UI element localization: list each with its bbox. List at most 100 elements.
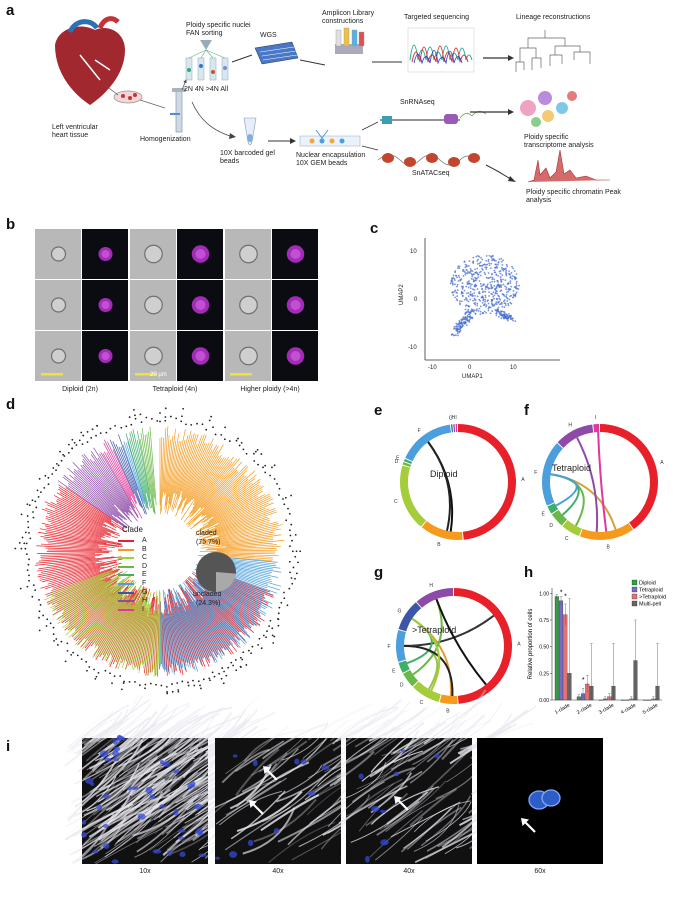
tree-tip-dot (205, 428, 208, 431)
tree-branch (59, 492, 127, 533)
tree-branch (172, 587, 202, 666)
tree-branch (195, 599, 231, 647)
tree-branch (38, 558, 123, 576)
tree-tip-dot (23, 542, 26, 545)
tree-branch (181, 434, 207, 498)
fiber-strand (74, 752, 133, 785)
tree-tip-dot (164, 407, 167, 410)
umap-point (453, 290, 456, 293)
fiber-strand (77, 721, 124, 756)
tree-tip-dot (27, 563, 30, 566)
tree-tip-dot (75, 444, 78, 446)
umap-point (485, 259, 488, 262)
chromatin-peaks-icon (527, 149, 610, 183)
fiber-strand (426, 714, 486, 763)
umap-point (464, 305, 467, 307)
tree-branch (168, 594, 183, 662)
tree-tip-dot (264, 471, 267, 474)
tree-branch (197, 589, 240, 633)
nucleus-dapi (85, 778, 94, 784)
tree-branch (188, 592, 230, 649)
umap-point (482, 283, 485, 286)
tree-branch (180, 445, 219, 514)
fiber-strand (63, 730, 110, 767)
fiber-strand (85, 717, 142, 762)
fiber-strand (199, 718, 261, 761)
umap-point (489, 312, 492, 315)
tree-branch (155, 609, 159, 675)
tree-tip-dot (24, 531, 27, 534)
microscopy-images (35, 229, 318, 381)
umap-point (489, 267, 492, 270)
umap-point (475, 271, 478, 274)
tree-tip-dot (225, 674, 228, 677)
fiber-strand (338, 785, 408, 824)
nucleus-dapi (99, 750, 109, 758)
tree-tip-dot (182, 407, 185, 410)
fiber-strand (149, 750, 204, 791)
tree-branch (170, 592, 191, 668)
tree-branch (57, 585, 113, 625)
umap-point (485, 311, 487, 314)
fiber-strand (154, 738, 202, 782)
umap-point (505, 293, 508, 296)
chord-segment (458, 424, 517, 540)
tree-tip-dot (171, 690, 174, 693)
tree-tip-dot (277, 618, 280, 621)
tree-tip-dot (38, 610, 41, 613)
tree-branch (68, 485, 128, 529)
umap-point (488, 295, 490, 297)
chord-segment (405, 424, 452, 462)
fiber-strand (66, 773, 118, 820)
tree-branch (73, 480, 132, 529)
fiber-strand (413, 800, 471, 833)
legend-swatch (631, 579, 638, 586)
tree-branch (112, 449, 136, 499)
tree-tip-dot (271, 634, 274, 637)
tree-tip-dot (134, 417, 137, 420)
tree-tip-dot (273, 635, 276, 638)
umap-point (453, 334, 456, 337)
tree-tip-dot (47, 483, 50, 486)
fiber-strand (148, 714, 199, 753)
tree-branch (45, 507, 108, 533)
nucleus-dapi (162, 761, 171, 767)
umap-point (459, 327, 462, 329)
chord-segment (562, 520, 582, 537)
tree-branch (175, 589, 205, 658)
tree-tip-dot (59, 450, 61, 453)
fiber-strand (130, 737, 193, 780)
fiber-strand (335, 699, 403, 743)
fiber-strand (88, 695, 143, 739)
umap-point (502, 259, 505, 262)
tree-tip-dot (269, 474, 272, 477)
umap-point (482, 304, 485, 307)
fiber-strand (390, 732, 461, 771)
tree-tip-dot (285, 519, 288, 522)
umap-point (466, 281, 469, 284)
tree-branch (164, 592, 175, 675)
umap-point (479, 264, 482, 267)
column-label-diploid: Diploid (2n) (62, 386, 98, 393)
tree-tip-dot (18, 542, 21, 544)
fiber-strand (70, 704, 130, 750)
tree-branch (40, 536, 120, 548)
tree-branch (175, 591, 203, 663)
umap-point (499, 298, 502, 301)
circular-phylogeny (14, 407, 302, 695)
gel-beads-label: 10X barcoded gel beads (220, 150, 275, 165)
tree-tip-dot (57, 464, 60, 467)
chord-segment (402, 462, 412, 467)
tree-branch (50, 501, 103, 527)
umap-point (486, 263, 489, 266)
tree-branch (199, 584, 252, 627)
tree-branch (209, 485, 264, 521)
tree-branch (52, 581, 105, 610)
tree-tip-dot (14, 547, 17, 550)
umap-point (515, 284, 518, 287)
nucleus-dapi (92, 850, 99, 854)
nucleus-dapi (307, 791, 316, 797)
microfluidic-chip-icon (299, 129, 361, 147)
tree-branch (148, 610, 155, 672)
umap-point (497, 284, 500, 286)
